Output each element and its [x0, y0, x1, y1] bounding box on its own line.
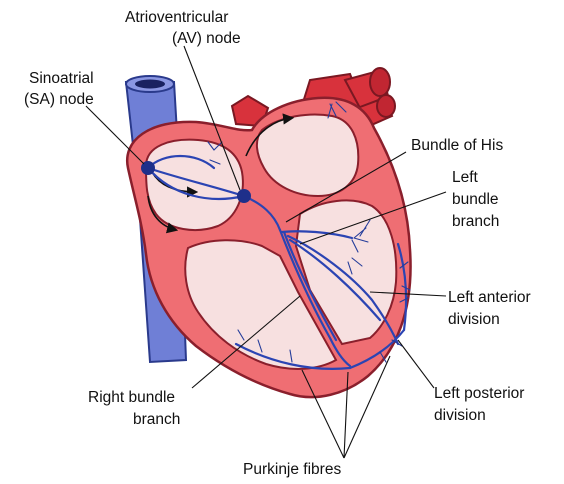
left-bundle-label-line2: bundle: [452, 191, 499, 208]
sa-node-label-line2: (SA) node: [24, 91, 94, 108]
left-posterior-label-line1: Left posterior: [434, 385, 524, 402]
left-posterior-label-line2: division: [434, 407, 486, 424]
av-node: [237, 189, 251, 203]
leader-lines: [85, 45, 447, 459]
sa-node: [141, 161, 155, 175]
bundle-of-his-label: Bundle of His: [411, 137, 503, 154]
left-bundle-label-line1: Left: [452, 169, 479, 186]
av-node-label-line1: Atrioventricular: [125, 9, 228, 26]
right-bundle-label-line2: branch: [133, 411, 180, 428]
heart-chambers: [144, 113, 398, 370]
left-anterior-label-line2: division: [448, 311, 500, 328]
right-bundle-label-line1: Right bundle: [88, 389, 175, 406]
sa-node-label-line1: Sinoatrial: [29, 70, 94, 87]
purkinje-fibres-label: Purkinje fibres: [243, 461, 341, 478]
left-anterior-label-line1: Left anterior: [448, 289, 531, 306]
labels: Atrioventricular (AV) node Sinoatrial (S…: [24, 9, 531, 478]
av-node-label-line2: (AV) node: [172, 30, 241, 47]
purkinje-fibre-network: [207, 101, 411, 363]
left-bundle-label-line3: branch: [452, 213, 499, 230]
conduction-pathway: [146, 155, 408, 370]
